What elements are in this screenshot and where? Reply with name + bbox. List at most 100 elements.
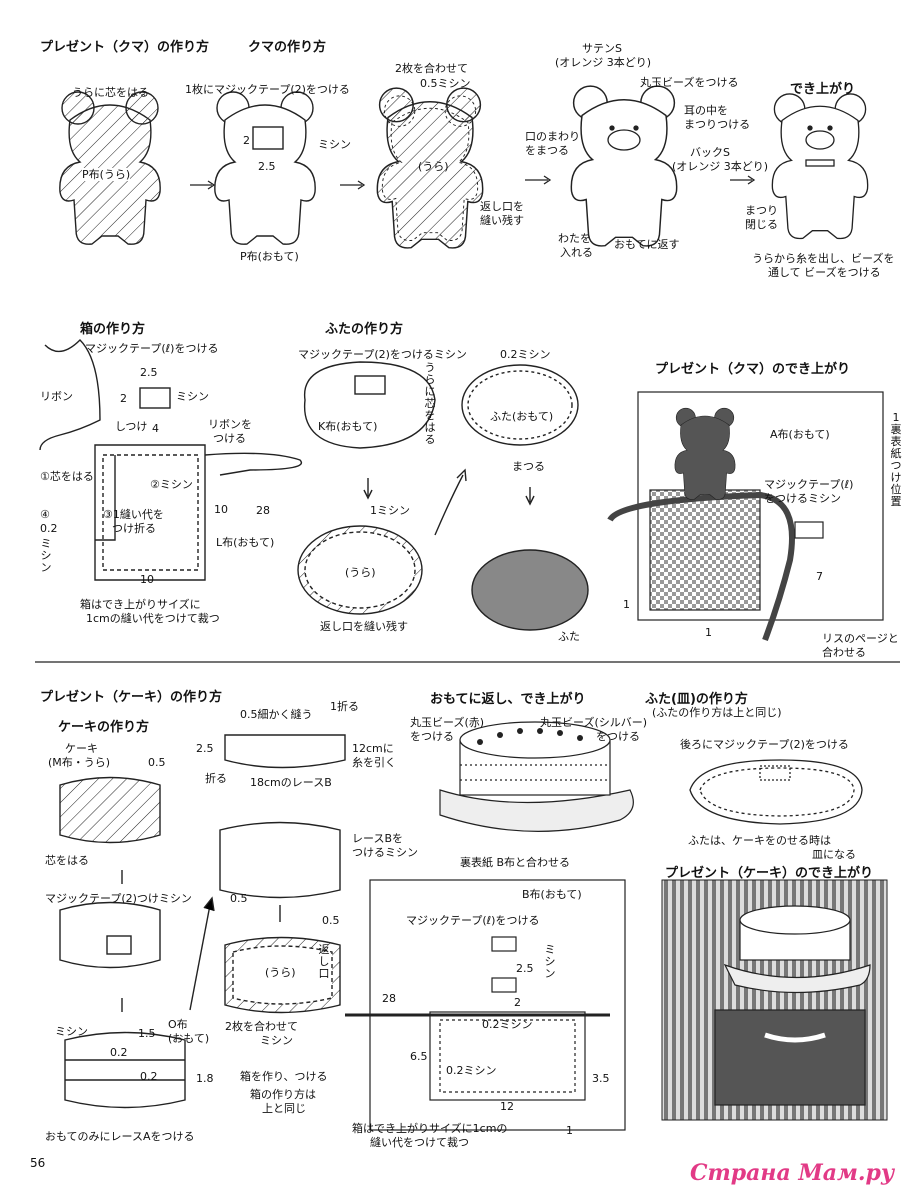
step4-satin2: (オレンジ 3本どり) xyxy=(555,56,652,69)
step4-turn: おもてに返す xyxy=(614,238,680,251)
cake-return-v: 返し口 xyxy=(318,943,330,980)
box-num-25: 2.5 xyxy=(140,366,158,379)
lid-fabric-K: K布(おもて) xyxy=(318,420,378,433)
step4-back2: (オレンジ 3本どり) xyxy=(672,160,769,173)
cake-pull: 12cmに xyxy=(352,742,394,755)
box-num-28: 28 xyxy=(256,504,270,517)
plate-velcro: 後ろにマジックテープ(2)をつける xyxy=(680,738,849,751)
B-velcro: マジックテープ(ℓ)をつける xyxy=(406,914,540,927)
cake-box2: 箱の作り方は xyxy=(250,1088,316,1101)
box-ribbon-attach: リボンを xyxy=(208,418,252,431)
cake-num-05b: 0.5 xyxy=(230,892,248,905)
step4-ear2: まつりつける xyxy=(684,118,751,131)
step4-cotton2: 入れる xyxy=(560,246,593,259)
bear-complete-velcro2: をつけるミシン xyxy=(764,492,841,505)
step4-ear: 耳の中を xyxy=(684,104,728,117)
cake-num-02a: 0.2 xyxy=(110,1046,128,1059)
plate-sub: (ふたの作り方は上と同じ) xyxy=(652,706,782,719)
step4-back: バックS xyxy=(690,146,730,159)
lid-label: ふた xyxy=(558,630,580,643)
bear-done-title: でき上がり xyxy=(790,82,856,97)
cake-num-18: 1.8 xyxy=(196,1072,214,1085)
box-step1: ①芯をはる xyxy=(40,470,94,483)
box-num-2: 2 xyxy=(120,392,127,405)
cake-lace-B2: つけるミシン xyxy=(352,846,418,859)
cake-note: 箱はでき上がりサイズに1cmの xyxy=(352,1122,508,1135)
cake-num-1: 1 xyxy=(566,1124,573,1137)
cake-num-2: 2 xyxy=(514,996,521,1009)
step1-label: うらに芯をはる xyxy=(72,86,149,99)
box-step3: ③1縫い代を xyxy=(103,508,164,521)
cake-num-15: 1.5 xyxy=(138,1027,156,1040)
box-machine: ミシン xyxy=(176,390,209,403)
cake-num-25b: 2.5 xyxy=(516,962,534,975)
cake-ura: (うら) xyxy=(265,966,296,979)
done-close2: 閉じる xyxy=(745,218,778,231)
cake-label2: (M布・うら) xyxy=(48,756,111,769)
bear-complete-num-1a: 1 xyxy=(623,598,630,611)
step2-fabric: P布(おもて) xyxy=(240,250,299,263)
cake-machine: ミシン xyxy=(55,1025,88,1038)
cake-label: ケーキ xyxy=(65,742,98,755)
box-machine-v: ミシン xyxy=(40,537,52,574)
watermark: Страна Мам.ру xyxy=(690,1160,895,1186)
cake-fold1: 1折る xyxy=(330,700,359,713)
box-step3b: つけ折る xyxy=(112,522,156,535)
box-num-10: 10 xyxy=(214,503,228,516)
cake-fold2: 折る xyxy=(205,772,227,785)
cake-done-title: おもてに返し、でき上がり xyxy=(430,692,586,707)
box-velcro: マジックテープ(ℓ)をつける xyxy=(85,342,219,355)
box-note: 箱はでき上がりサイズに xyxy=(80,598,201,611)
lid-num-02: 0.2ミシン xyxy=(500,348,551,361)
cake-velcro: マジックテープ(2)つけミシン xyxy=(45,892,192,905)
done-close: まつり xyxy=(745,204,778,217)
cake-bead-red: 丸玉ビーズ(赤) xyxy=(410,716,485,729)
box-step4: ④ xyxy=(40,508,50,521)
cake-lace-top: 0.5細かく縫う xyxy=(240,708,313,721)
done-thread2: 通して ビーズをつける xyxy=(768,266,881,279)
cake-O-fabric2: (おもて) xyxy=(168,1032,210,1045)
step3-return2: 縫い残す xyxy=(480,214,524,227)
cake-lace-B-len: 18cmのレースB xyxy=(250,776,332,789)
step2-num-left: 2 xyxy=(243,134,250,147)
step4-cotton: わたを xyxy=(558,232,591,245)
lid-title: ふたの作り方 xyxy=(325,322,404,337)
step4-mouth2: をまつる xyxy=(525,144,569,157)
bear-sub-title: クマの作り方 xyxy=(248,40,327,55)
cake-num-02m2: 0.2ミシン xyxy=(446,1064,497,1077)
cake-pull2: 糸を引く xyxy=(352,756,396,769)
cake-box: 箱を作り、つける xyxy=(240,1070,328,1083)
page-number: 56 xyxy=(30,1156,46,1170)
step4-bead: 丸玉ビーズをつける xyxy=(640,76,739,89)
done-thread: うらから糸を出し、ビーズを xyxy=(752,252,895,265)
cake-box3: 上と同じ xyxy=(262,1102,306,1115)
B-fabric: B布(おもて) xyxy=(522,888,582,901)
lid-velcro: マジックテープ(2)をつけるミシン xyxy=(298,348,467,361)
step3-label: 2枚を合わせて xyxy=(395,62,468,75)
box-basting: しつけ xyxy=(115,420,148,433)
cake-num-02b: 0.2 xyxy=(140,1070,158,1083)
lid-front: ふた(おもて) xyxy=(490,410,554,423)
lid-ura: (うら) xyxy=(345,566,376,579)
bear-complete-fabric-A: A布(おもて) xyxy=(770,428,830,441)
cake-bead-silver2: をつける xyxy=(596,730,640,743)
box-title: 箱の作り方 xyxy=(80,322,146,337)
cake-O-fabric: O布 xyxy=(168,1018,188,1031)
cake-bead-silver: 丸玉ビーズ(シルバー) xyxy=(540,716,648,729)
plate-title: ふた(皿)の作り方 xyxy=(645,692,748,707)
cake-num-65: 6.5 xyxy=(410,1050,428,1063)
box-num-10b: 10 xyxy=(140,573,154,586)
step3-label2: 0.5ミシン xyxy=(420,77,471,90)
box-step2: ②ミシン xyxy=(150,478,193,491)
cake-num-25: 2.5 xyxy=(196,742,214,755)
bear-complete-velcro: マジックテープ(ℓ) xyxy=(764,478,854,491)
cake-bead-red2: をつける xyxy=(410,730,454,743)
cake-num-28: 28 xyxy=(382,992,396,1005)
cake-section-title: プレゼント（ケーキ）の作り方 xyxy=(40,690,223,705)
step3-return: 返し口を xyxy=(480,200,524,213)
box-ribbon: リボン xyxy=(40,390,73,403)
lid-return: 返し口を縫い残す xyxy=(320,620,408,633)
cake-num-12: 12 xyxy=(500,1100,514,1113)
lid-close: まつる xyxy=(512,460,545,473)
